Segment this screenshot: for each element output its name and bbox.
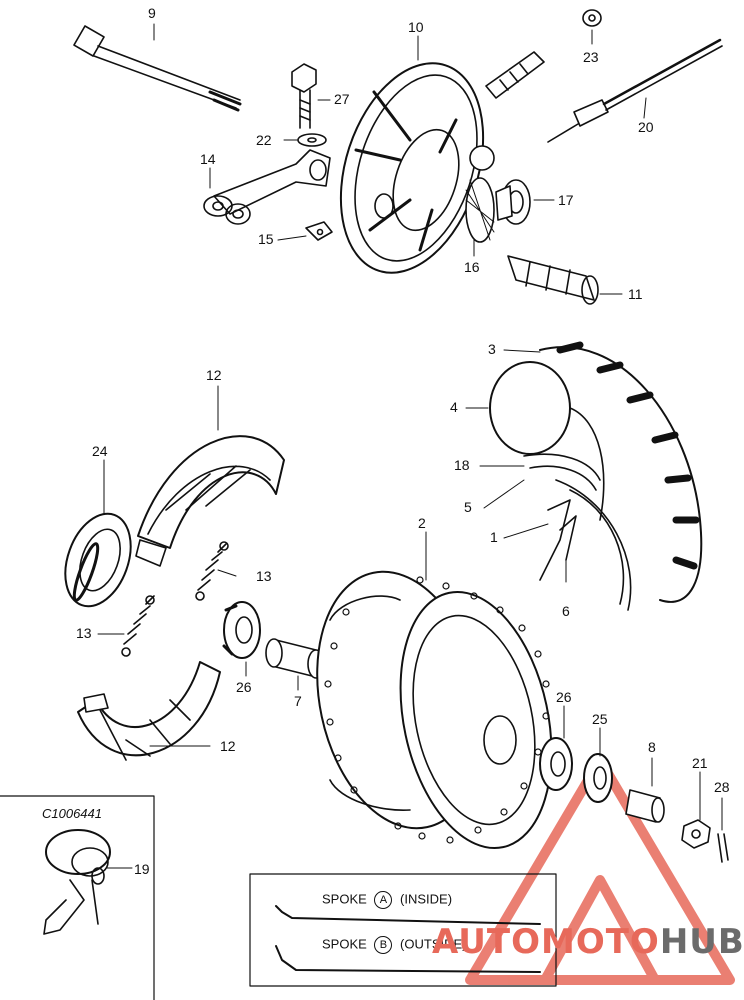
leader-lines bbox=[97, 23, 723, 869]
callout-5: 5 bbox=[464, 499, 472, 515]
callout-24: 24 bbox=[92, 443, 108, 459]
callout-3: 3 bbox=[488, 341, 496, 357]
callout-9: 9 bbox=[148, 5, 156, 21]
watermark-triangle bbox=[465, 755, 735, 985]
callout-11: 11 bbox=[628, 286, 643, 302]
callout-12-lower: 12 bbox=[220, 738, 236, 754]
dust-seal-24 bbox=[64, 512, 132, 608]
spoke-legend-box bbox=[249, 873, 557, 987]
callout-8: 8 bbox=[648, 739, 656, 755]
speedometer-gear-16 bbox=[465, 177, 495, 243]
callout-15: 15 bbox=[258, 231, 274, 247]
washer-22 bbox=[297, 133, 327, 147]
callout-19: 19 bbox=[134, 861, 150, 877]
rim-6 bbox=[539, 479, 632, 611]
brake-shoe-upper-12 bbox=[135, 435, 285, 567]
oil-seal-25 bbox=[583, 753, 613, 803]
callout-14: 14 bbox=[200, 151, 216, 167]
wear-indicator-15 bbox=[305, 221, 333, 241]
tire-3 bbox=[539, 341, 703, 603]
brake-panel-10 bbox=[339, 62, 495, 274]
cotter-pin-28 bbox=[717, 833, 729, 863]
sleeve-11 bbox=[507, 255, 599, 305]
axle-bolt-9 bbox=[73, 25, 242, 112]
inner-tube-4 bbox=[489, 361, 605, 521]
legend-spoke-a-note: (INSIDE) bbox=[400, 891, 453, 907]
brake-spring-13-right bbox=[195, 541, 229, 601]
bearing-26-right bbox=[539, 737, 573, 791]
gearbox-19 bbox=[43, 829, 111, 935]
callout-12-upper: 12 bbox=[206, 367, 222, 383]
axle-nut-21 bbox=[681, 819, 711, 849]
bearing-26-left bbox=[222, 601, 261, 659]
callout-21: 21 bbox=[692, 755, 708, 771]
callout-25: 25 bbox=[592, 711, 608, 727]
callout-2: 2 bbox=[418, 515, 426, 531]
callout-13-left: 13 bbox=[76, 625, 92, 641]
speedometer-cable-20 bbox=[547, 38, 723, 143]
rim-band-18 bbox=[523, 453, 601, 491]
callout-26-right: 26 bbox=[556, 689, 572, 705]
callout-26-left: 26 bbox=[236, 679, 252, 695]
watermark-part-2: MOTO bbox=[540, 922, 660, 962]
brake-spring-13-left bbox=[121, 595, 155, 657]
speedometer-spindle bbox=[485, 51, 545, 99]
legend-spoke-a-label: SPOKE bbox=[322, 891, 367, 907]
callout-4: 4 bbox=[450, 399, 458, 415]
brake-arm-14 bbox=[203, 149, 331, 225]
legend-spoke-b-label: SPOKE bbox=[322, 936, 367, 952]
hub-spoke-holes bbox=[324, 576, 550, 844]
callout-13-right: 13 bbox=[256, 568, 272, 584]
wheel-hub-2 bbox=[316, 570, 553, 850]
callout-16: 16 bbox=[464, 259, 480, 275]
bolt-27 bbox=[291, 63, 317, 129]
distance-collar-7 bbox=[265, 638, 325, 679]
legend-spoke-a-letter: A bbox=[374, 891, 393, 909]
callout-23: 23 bbox=[583, 49, 599, 65]
watermark-logo: AUTOMOTOHUB bbox=[432, 922, 744, 962]
inset-frame bbox=[0, 795, 155, 1000]
callout-6: 6 bbox=[562, 603, 570, 619]
callout-20: 20 bbox=[638, 119, 654, 135]
washer-23 bbox=[582, 9, 602, 27]
callout-28: 28 bbox=[714, 779, 730, 795]
legend-spoke-b-letter: B bbox=[374, 936, 393, 954]
callout-10: 10 bbox=[408, 19, 424, 35]
legend-spoke-b: SPOKE B (OUTSIDE) bbox=[322, 936, 467, 954]
side-collar-8 bbox=[625, 789, 665, 823]
legend-spoke-b-note: (OUTSIDE) bbox=[400, 936, 467, 952]
callout-7: 7 bbox=[294, 693, 302, 709]
callout-1: 1 bbox=[490, 529, 498, 545]
legend-spoke-a: SPOKE A (INSIDE) bbox=[322, 891, 452, 909]
callout-22: 22 bbox=[256, 132, 272, 148]
callout-17: 17 bbox=[558, 192, 574, 208]
callout-18: 18 bbox=[454, 457, 470, 473]
watermark-part-3: HUB bbox=[659, 922, 744, 962]
brake-shoe-lower-12 bbox=[77, 661, 221, 761]
gear-retainer-17 bbox=[495, 179, 531, 225]
watermark-part-1: AUTO bbox=[432, 922, 541, 962]
callout-27: 27 bbox=[334, 91, 350, 107]
inset-part-code: C1006441 bbox=[42, 806, 102, 821]
